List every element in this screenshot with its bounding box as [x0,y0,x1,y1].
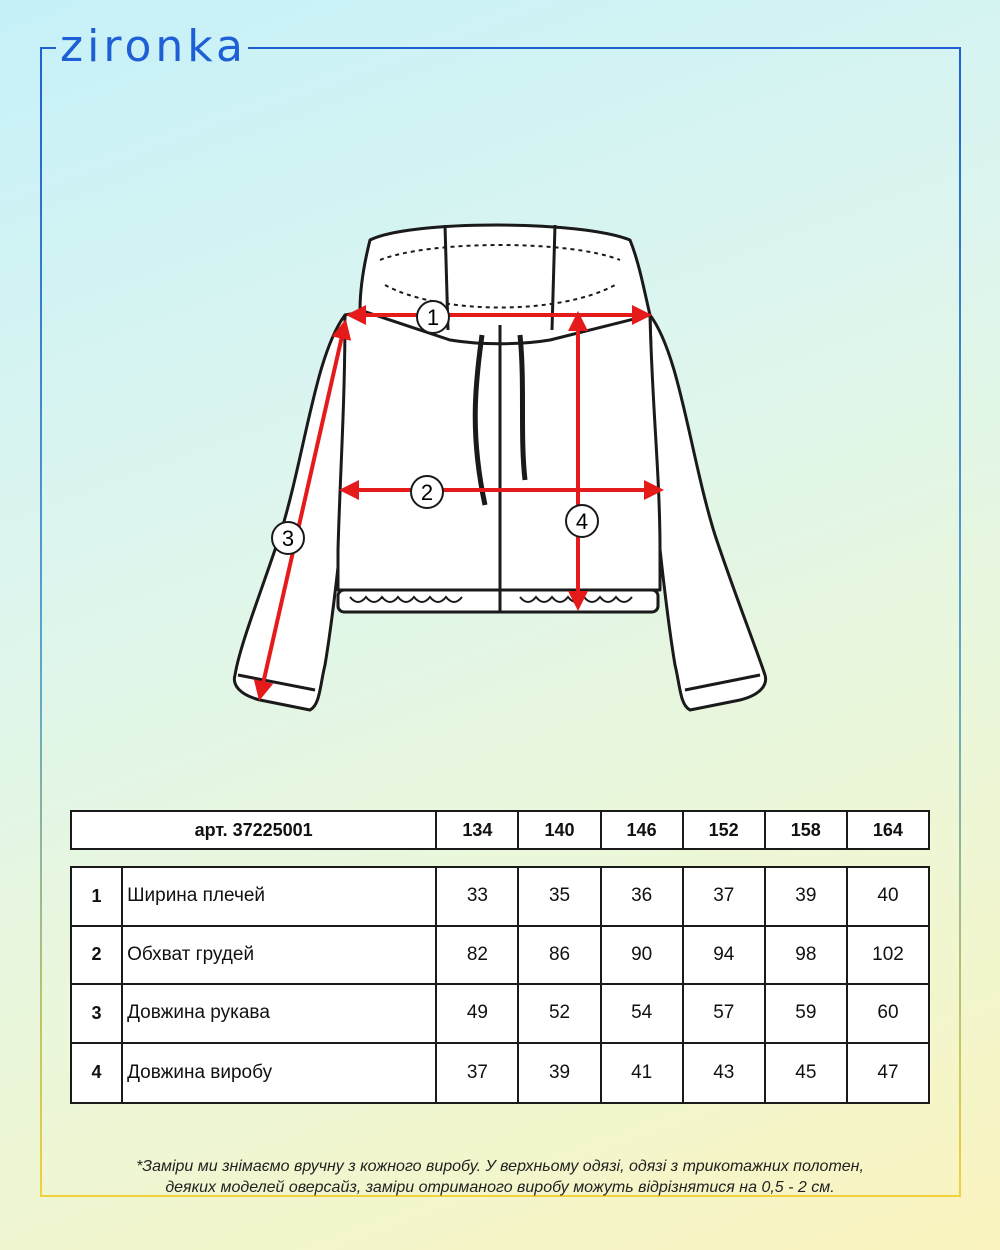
right-sleeve [648,313,768,712]
marker-2: 2 [410,475,444,509]
table-cell: 86 [519,926,602,983]
row-number: 1 [72,868,124,925]
table-cell: 57 [684,985,766,1042]
footnote: *Заміри ми знімаємо вручну з кожного вир… [50,1156,950,1198]
size-164: 164 [872,819,903,840]
table-cell: 39 [519,1043,602,1102]
frame-bottom [40,1195,961,1197]
table-row: 3 Довжина рукава 49 52 54 57 59 60 [72,985,928,1044]
article-number: арт. 37225001 [72,812,438,848]
frame-top-left [40,47,56,49]
size-152: 152 [684,812,766,848]
size-134: 134 [437,812,520,848]
table-row: 4 Довжина виробу 37 39 41 43 45 47 [72,1043,928,1102]
left-sleeve [232,313,347,712]
marker-1: 1 [416,300,450,334]
table-cell: 54 [602,985,684,1042]
table-cell: 37 [684,868,766,925]
marker-3-label: 3 [282,526,294,551]
size-146: 146 [602,812,684,848]
frame-top-right [248,47,961,49]
table-cell: 82 [437,926,520,983]
table-cell: 60 [877,1002,899,1024]
table-cell: 40 [877,885,899,907]
table-cell: 90 [602,926,684,983]
marker-3: 3 [271,521,305,555]
hood [358,223,652,346]
row-number: 4 [72,1043,124,1102]
footnote-line-2: деяких моделей оверсайз, заміри отримано… [165,1179,835,1196]
table-cell: 94 [684,926,766,983]
table-cell: 98 [766,926,848,983]
table-row: 2 Обхват грудей 82 86 90 94 98 102 [72,926,928,985]
table-cell: 39 [766,868,848,925]
row-number: 3 [72,985,124,1042]
table-cell: 43 [684,1043,766,1102]
table-cell: 59 [766,985,848,1042]
marker-1-label: 1 [427,305,439,330]
frame-right [959,47,961,1197]
table-cell: 35 [519,868,602,925]
measurement-name: Обхват грудей [123,926,438,983]
table-cell: 102 [872,943,904,965]
brand-logo: zironka [60,21,247,72]
table-cell: 52 [519,985,602,1042]
footnote-line-1: *Заміри ми знімаємо вручну з кожного вир… [136,1158,864,1175]
size-158: 158 [766,812,848,848]
measurement-name: Ширина плечей [123,868,438,925]
marker-2-label: 2 [421,480,433,505]
marker-4: 4 [565,504,599,538]
measurement-name: Довжина виробу [123,1043,438,1102]
size-table-header: арт. 37225001 134 140 146 152 158 164 [70,810,930,850]
marker-4-label: 4 [576,509,588,534]
jacket-diagram: 1 2 3 4 [232,223,768,712]
table-cell: 41 [602,1043,684,1102]
frame-left [40,47,42,1197]
table-cell: 45 [766,1043,848,1102]
table-cell: 49 [437,985,520,1042]
table-cell: 33 [437,868,520,925]
row-number: 2 [72,926,124,983]
table-cell: 37 [437,1043,520,1102]
size-140: 140 [519,812,602,848]
measurement-name: Довжина рукава [123,985,438,1042]
size-table-body: 1 Ширина плечей 33 35 36 37 39 40 2 Обхв… [70,866,930,1104]
table-cell: 47 [877,1061,899,1083]
table-cell: 36 [602,868,684,925]
table-row: 1 Ширина плечей 33 35 36 37 39 40 [72,868,928,927]
arrow-3 [253,319,352,701]
